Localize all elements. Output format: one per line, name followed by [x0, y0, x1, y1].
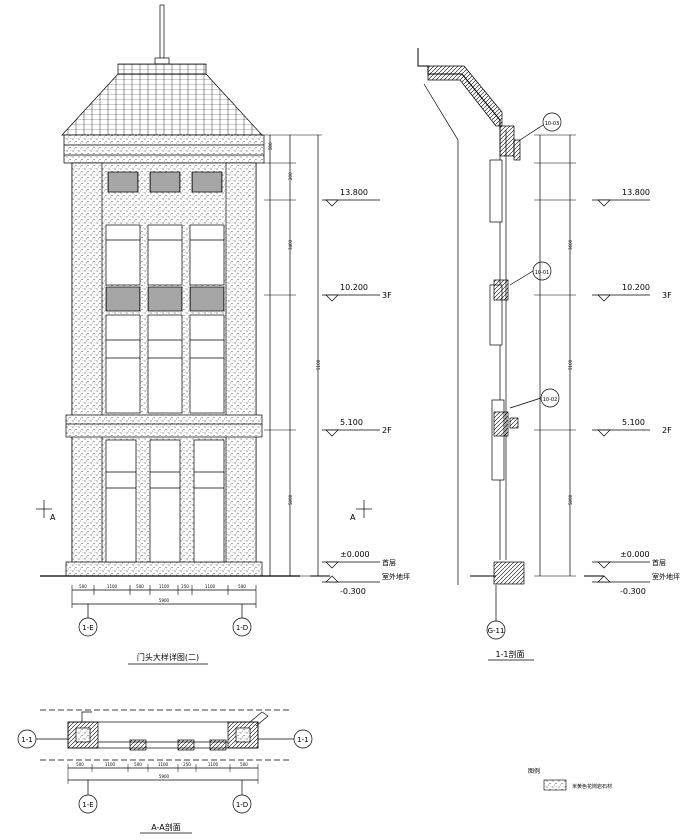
axis-bubble-g11 — [486, 620, 506, 640]
section-base — [493, 561, 525, 585]
level-5100: 5.100 — [340, 418, 363, 427]
level-13800: 13.800 — [340, 188, 368, 197]
aa-axis-label-left: 1-E — [82, 801, 93, 809]
section-a-a-labels: 1-1 1-1 1-E 1-D 5900 500 1100 500 1100 2… — [21, 736, 308, 832]
aa-dim: 250 — [183, 762, 191, 767]
level-minus-300: -0.300 — [340, 587, 366, 596]
section-1-1-labels: 13.800 10.200 5.100 ±0.000 -0.300 3F 2F … — [488, 121, 680, 659]
dim-bottom: 1100 — [159, 584, 170, 589]
axis-bubble-right — [232, 617, 252, 637]
base-plinth — [65, 561, 263, 577]
elevation-labels: 13.800 10.200 5.100 ±0.000 -0.300 3F 2F … — [50, 142, 410, 662]
mid-cornice — [65, 414, 263, 438]
roof-cap — [117, 63, 207, 75]
aa-dim: 1100 — [105, 762, 116, 767]
s11-level-10200: 10.200 — [622, 283, 650, 292]
dim-bottom: 500 — [136, 584, 144, 589]
legend-title: 图例 — [528, 767, 540, 775]
callout-label-10-02: 10-02 — [543, 397, 558, 403]
elevation-drawing — [36, 4, 380, 637]
s11-ground-first: 首层 — [652, 558, 666, 567]
s11-level-5100: 5.100 — [622, 418, 645, 427]
axis-label-left: 1-E — [82, 624, 93, 632]
s11-level-13800: 13.800 — [622, 188, 650, 197]
s11-ground-outdoor: 室外地坪 — [652, 572, 680, 581]
spire — [159, 4, 165, 61]
aa-cut-label-right: 1-1 — [297, 736, 308, 744]
aa-dim: 1100 — [208, 762, 219, 767]
axis-label-right: 1-D — [236, 624, 248, 632]
dim-side: 500 — [268, 142, 273, 150]
mansard-roof — [61, 73, 263, 136]
ground-label-outdoor: 室外地坪 — [382, 572, 410, 581]
s11-dim-side: 5000 — [568, 494, 573, 505]
aa-dim: 500 — [134, 762, 142, 767]
aa-cut-label-left: 1-1 — [21, 736, 32, 744]
dim-side: 200 — [288, 172, 293, 180]
dim-bottom: 500 — [79, 584, 87, 589]
dim-side: 5100 — [316, 359, 321, 370]
section-1-1-drawing — [417, 48, 650, 640]
level-10200: 10.200 — [340, 283, 368, 292]
aa-axis-label-right: 1-D — [236, 801, 248, 809]
aa-axis-bubble-right — [232, 794, 252, 814]
section-mark-a-right: A — [350, 513, 356, 522]
dim-side: 3400 — [288, 239, 293, 250]
dim-bottom: 500 — [238, 584, 246, 589]
dim-total-elevation: 5900 — [159, 598, 170, 603]
s11-dim-side: 5100 — [568, 359, 573, 370]
dim-bottom: 1100 — [205, 584, 216, 589]
callout-label-10-03: 10-03 — [545, 121, 560, 127]
aa-dim: 500 — [76, 762, 84, 767]
upper-window-bays — [105, 171, 225, 414]
callout-10-03 — [542, 112, 562, 132]
roof-gutter — [417, 48, 501, 130]
ground-floor-openings — [105, 439, 225, 563]
section-mark-a-left: A — [50, 513, 56, 522]
level-0: ±0.000 — [340, 550, 370, 559]
aa-axis-bubble-left — [78, 794, 98, 814]
axis-bubble-left — [78, 617, 98, 637]
section-a-a-drawing — [17, 709, 313, 814]
aa-dim: 1100 — [158, 762, 169, 767]
elevation-title: 门头大样详图(二) — [137, 652, 199, 662]
s11-dim-side: 3600 — [568, 239, 573, 250]
axis-label-g11: G-11 — [488, 627, 505, 635]
s11-floor-3f: 3F — [662, 291, 672, 300]
floor-label-2f: 2F — [382, 426, 392, 435]
callout-label-10-01: 10-01 — [535, 270, 550, 276]
section-1-1-title: 1-1剖面 — [495, 649, 524, 659]
aa-dim-total: 5900 — [159, 774, 170, 779]
dim-bottom: 1100 — [107, 584, 118, 589]
section-wall-top — [499, 125, 515, 157]
floor-label-3f: 3F — [382, 291, 392, 300]
s11-level-0: ±0.000 — [620, 550, 650, 559]
section-a-a-title: A-A剖面 — [151, 822, 180, 832]
legend: 图例 米黄色花岗岩石材 — [528, 767, 612, 791]
legend-swatch-granite — [543, 779, 567, 791]
dim-bottom: 250 — [181, 584, 189, 589]
top-cornice — [63, 134, 265, 164]
legend-item-label: 米黄色花岗岩石材 — [572, 783, 612, 790]
dim-side: 5000 — [288, 494, 293, 505]
s11-floor-2f: 2F — [662, 426, 672, 435]
ground-label-first-floor: 首层 — [382, 558, 396, 567]
aa-dim: 500 — [240, 762, 248, 767]
s11-level-minus-300: -0.300 — [620, 587, 646, 596]
